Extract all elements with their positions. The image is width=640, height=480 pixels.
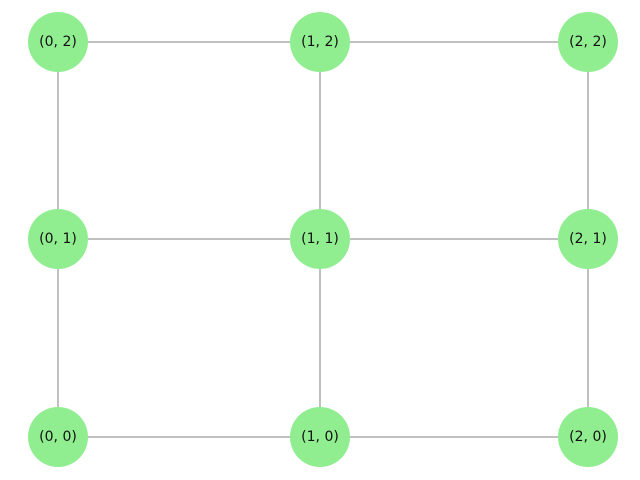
- graph-node[interactable]: (1, 1): [290, 209, 350, 269]
- graph-node[interactable]: (0, 1): [28, 209, 88, 269]
- graph-node[interactable]: (2, 2): [558, 12, 618, 72]
- graph-node-circle[interactable]: [28, 209, 88, 269]
- graph-node[interactable]: (1, 0): [290, 407, 350, 467]
- graph-node[interactable]: (2, 0): [558, 407, 618, 467]
- graph-node-circle[interactable]: [290, 12, 350, 72]
- edge-layer: [57, 41, 589, 438]
- graph-node-circle[interactable]: [290, 407, 350, 467]
- graph-node[interactable]: (0, 2): [28, 12, 88, 72]
- graph-node-circle[interactable]: [558, 12, 618, 72]
- graph-node-circle[interactable]: [290, 209, 350, 269]
- graph-node-circle[interactable]: [558, 209, 618, 269]
- graph-node[interactable]: (2, 1): [558, 209, 618, 269]
- graph-node-circle[interactable]: [558, 407, 618, 467]
- graph-node[interactable]: (0, 0): [28, 407, 88, 467]
- graph-node-circle[interactable]: [28, 12, 88, 72]
- graph-node[interactable]: (1, 2): [290, 12, 350, 72]
- graph-node-circle[interactable]: [28, 407, 88, 467]
